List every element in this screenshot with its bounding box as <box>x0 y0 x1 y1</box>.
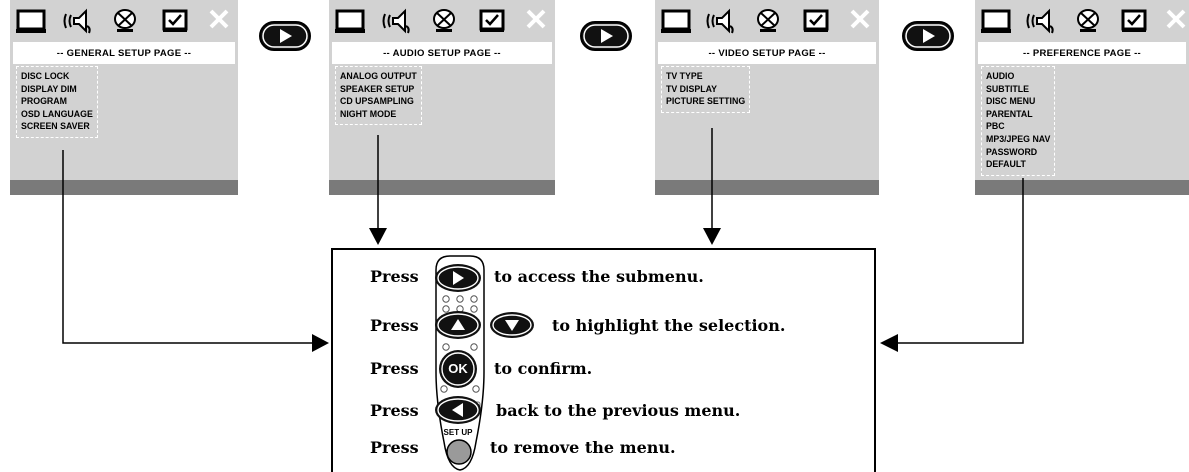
menu-item[interactable]: PICTURE SETTING <box>666 96 746 107</box>
page-title: -- PREFERENCE PAGE -- <box>978 42 1186 64</box>
menu-list: AUDIO SUBTITLE DISC MENU PARENTAL PBC MP… <box>981 66 1056 176</box>
menu-item[interactable]: DISC LOCK <box>21 71 70 81</box>
speaker-icon <box>1023 6 1057 36</box>
menu-item[interactable]: OSD LANGUAGE <box>21 108 93 119</box>
tv-icon <box>333 6 367 36</box>
speaker-icon <box>379 6 413 36</box>
close-icon <box>1159 6 1189 36</box>
right-arrow-button-icon <box>433 262 483 294</box>
menu-item[interactable]: TV TYPE <box>666 71 703 81</box>
instruction-text: back to the previous menu. <box>496 401 741 420</box>
page-title: -- AUDIO SETUP PAGE -- <box>332 42 552 64</box>
screen-footer <box>329 180 555 195</box>
close-icon <box>202 6 236 36</box>
setup-button-label: SET UP <box>443 428 473 437</box>
page-title: -- VIDEO SETUP PAGE -- <box>658 42 876 64</box>
checkbox-icon <box>158 6 192 36</box>
menu-icon-bar <box>975 6 1189 36</box>
menu-list: ANALOG OUTPUT SPEAKER SETUP CD UPSAMPLIN… <box>335 66 422 126</box>
menu-list: TV TYPE TV DISPLAY PICTURE SETTING <box>661 66 751 113</box>
speaker-icon <box>703 6 737 36</box>
menu-item[interactable]: ANALOG OUTPUT <box>340 71 417 81</box>
instruction-line: Press <box>370 401 419 420</box>
menu-item[interactable]: DISPLAY DIM <box>21 83 77 94</box>
ok-button-icon <box>437 348 479 390</box>
audio-setup-screen: -- AUDIO SETUP PAGE -- ANALOG OUTPUT SPE… <box>329 0 555 195</box>
instruction-text: to access the submenu. <box>494 267 704 286</box>
instruction-line: Press <box>370 267 419 286</box>
disc-icon <box>751 6 785 36</box>
page-title: -- GENERAL SETUP PAGE -- <box>13 42 235 64</box>
instruction-text: to remove the menu. <box>490 438 676 457</box>
checkbox-icon <box>475 6 509 36</box>
menu-item[interactable]: PROGRAM <box>21 96 67 107</box>
right-arrow-button-icon <box>258 20 312 52</box>
checkbox-icon <box>799 6 833 36</box>
up-arrow-button-icon <box>433 309 483 341</box>
menu-item[interactable]: PASSWORD <box>986 146 1038 157</box>
menu-icon-bar <box>655 6 879 36</box>
menu-item[interactable]: CD UPSAMPLING <box>340 96 414 107</box>
video-setup-screen: -- VIDEO SETUP PAGE -- TV TYPE TV DISPLA… <box>655 0 879 195</box>
ok-button-label: OK <box>448 361 468 376</box>
menu-item[interactable]: DEFAULT <box>986 159 1026 170</box>
press-label: Press <box>370 359 419 378</box>
tv-icon <box>979 6 1013 36</box>
speaker-icon <box>60 6 94 36</box>
screen-footer <box>975 180 1189 195</box>
instruction-box <box>331 248 876 472</box>
close-icon <box>843 6 877 36</box>
menu-item[interactable]: TV DISPLAY <box>666 83 718 94</box>
press-label: Press <box>370 401 419 420</box>
instruction-text: to confirm. <box>494 359 593 378</box>
instruction-line: Press <box>370 438 419 457</box>
press-label: Press <box>370 267 419 286</box>
menu-icon-bar <box>329 6 555 36</box>
disc-icon <box>108 6 142 36</box>
setup-button-icon <box>445 438 473 466</box>
general-setup-screen: -- GENERAL SETUP PAGE -- DISC LOCK DISPL… <box>10 0 238 195</box>
screen-footer <box>655 180 879 195</box>
menu-item[interactable]: SUBTITLE <box>986 83 1030 94</box>
tv-icon <box>14 6 48 36</box>
menu-item[interactable]: NIGHT MODE <box>340 108 397 119</box>
press-label: Press <box>370 438 419 457</box>
checkbox-icon <box>1117 6 1151 36</box>
down-arrow-button-icon <box>488 310 536 340</box>
menu-item[interactable]: MP3/JPEG NAV <box>986 133 1051 144</box>
menu-item[interactable]: PARENTAL <box>986 108 1033 119</box>
menu-item[interactable]: DISC MENU <box>986 96 1036 107</box>
menu-item[interactable]: SPEAKER SETUP <box>340 83 415 94</box>
right-arrow-button-icon <box>901 20 955 52</box>
preference-page-screen: -- PREFERENCE PAGE -- AUDIO SUBTITLE DIS… <box>975 0 1189 195</box>
menu-item[interactable]: SCREEN SAVER <box>21 121 90 132</box>
press-label: Press <box>370 316 419 335</box>
disc-icon <box>427 6 461 36</box>
close-icon <box>519 6 553 36</box>
right-arrow-button-icon <box>579 20 633 52</box>
screen-footer <box>10 180 238 195</box>
menu-list: DISC LOCK DISPLAY DIM PROGRAM OSD LANGUA… <box>16 66 98 138</box>
menu-icon-bar <box>10 6 238 36</box>
left-arrow-button-icon <box>433 394 483 426</box>
instruction-line: Press <box>370 316 419 335</box>
menu-item[interactable]: PBC <box>986 121 1005 132</box>
tv-icon <box>659 6 693 36</box>
instruction-text: to highlight the selection. <box>552 316 786 335</box>
disc-icon <box>1071 6 1105 36</box>
menu-item[interactable]: AUDIO <box>986 71 1015 81</box>
instruction-line: Press <box>370 359 419 378</box>
